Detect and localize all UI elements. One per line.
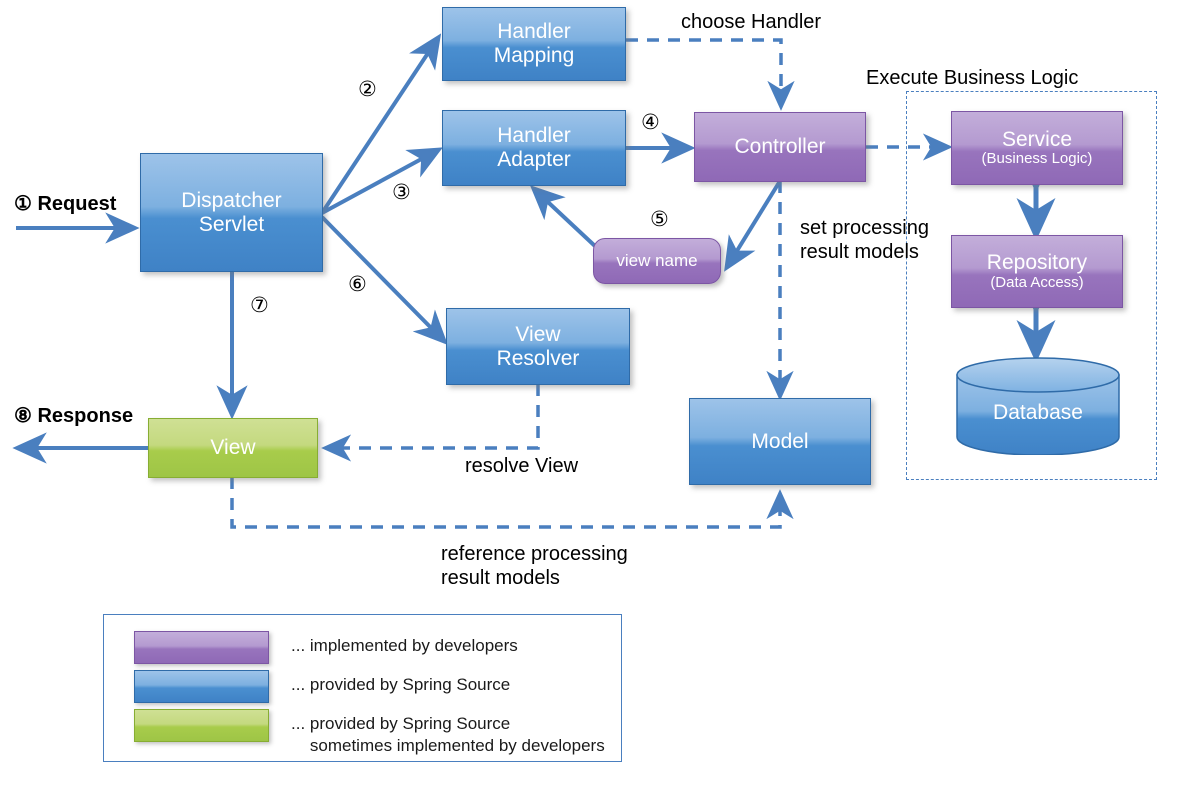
handler-adapter-label-2: Adapter <box>497 148 571 171</box>
legend-row-provided-sometimes-implemented: ... provided by Spring Source sometimes … <box>134 709 605 757</box>
label-reference-processing-result-models: reference processing result models <box>441 543 628 590</box>
execute-business-logic-group <box>906 91 1157 480</box>
step-number-6: ⑥ <box>348 272 367 296</box>
dispatcher-servlet-label-2: Servlet <box>198 212 265 236</box>
label-execute-business-logic: Execute Business Logic <box>866 67 1079 89</box>
node-handler-adapter[interactable]: Handler Adapter <box>442 110 626 186</box>
step-number-5: ⑤ <box>650 207 669 231</box>
legend-label-purple: ... implemented by developers <box>291 636 518 655</box>
node-handler-mapping[interactable]: Handler Mapping <box>442 7 626 81</box>
legend-row-implemented-by-developers: ... implemented by developers <box>134 631 518 664</box>
legend-swatch-blue <box>134 670 269 703</box>
database-label: Database <box>993 401 1083 424</box>
view-resolver-label-1: View <box>515 322 561 346</box>
label-request: ① Request <box>14 193 117 215</box>
step-number-3: ③ <box>392 180 411 204</box>
step-number-2: ② <box>358 77 377 101</box>
step-number-4: ④ <box>641 110 660 134</box>
node-database[interactable]: Database <box>955 357 1121 456</box>
legend-swatch-green <box>134 709 269 742</box>
repository-label: Repository <box>986 251 1088 275</box>
handler-mapping-label-1: Handler <box>497 20 571 44</box>
handler-mapping-label-2: Mapping <box>493 44 575 67</box>
step-number-7: ⑦ <box>250 293 269 317</box>
controller-label: Controller <box>734 135 826 159</box>
legend-swatch-purple <box>134 631 269 664</box>
node-dispatcher-servlet[interactable]: Dispatcher Servlet <box>140 153 323 272</box>
node-service[interactable]: Service (Business Logic) <box>951 111 1123 185</box>
legend-label-blue: ... provided by Spring Source <box>291 675 511 694</box>
repository-sublabel: (Data Access) <box>990 273 1084 291</box>
label-response: ⑧ Response <box>14 405 134 427</box>
model-label: Model <box>751 429 809 453</box>
label-choose-handler: choose Handler <box>681 11 822 33</box>
node-view-name[interactable]: view name <box>593 238 721 284</box>
service-label: Service <box>1001 127 1073 151</box>
label-resolve-view: resolve View <box>465 455 579 477</box>
service-sublabel: (Business Logic) <box>981 150 1093 168</box>
node-repository[interactable]: Repository (Data Access) <box>951 235 1123 308</box>
dispatcher-servlet-label-1: Dispatcher <box>181 188 282 212</box>
view-label: View <box>210 436 256 460</box>
legend-row-provided-by-spring-source: ... provided by Spring Source <box>134 670 510 703</box>
view-name-label: view name <box>616 251 698 271</box>
handler-adapter-label-1: Handler <box>497 124 571 148</box>
legend-box: ... implemented by developers ... provid… <box>103 614 622 762</box>
node-controller[interactable]: Controller <box>694 112 866 182</box>
node-view[interactable]: View <box>148 418 318 478</box>
label-set-processing-result-models: set processing result models <box>800 217 929 264</box>
legend-label-green: ... provided by Spring Source sometimes … <box>291 714 605 755</box>
node-view-resolver[interactable]: View Resolver <box>446 308 630 385</box>
node-model[interactable]: Model <box>689 398 871 485</box>
view-resolver-label-2: Resolver <box>496 346 580 370</box>
